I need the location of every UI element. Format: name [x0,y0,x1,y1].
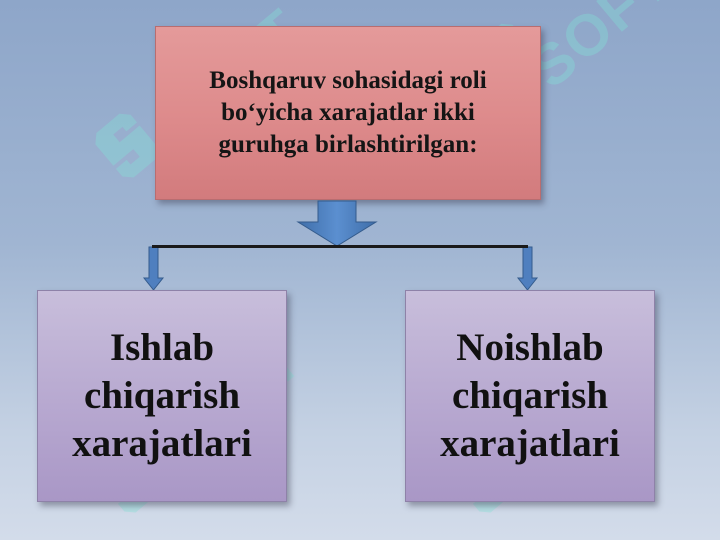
child-box-production: Ishlab chiqarish xarajatlari [37,290,287,502]
child-1-line-3: xarajatlari [72,422,252,465]
root-box: Boshqaruv sohasidagi roli bo‘yicha xaraj… [155,26,541,200]
horizontal-connector-line [152,245,528,248]
child-box-nonproduction: Noishlab chiqarish xarajatlari [405,290,655,502]
child-2-line-2: chiqarish [451,374,609,417]
child-1-line-1: Ishlab [109,326,215,369]
child-2-line-1: Noishlab [456,326,604,369]
child-2-line-3: xarajatlari [440,422,620,465]
child-box-production-text: Ishlab chiqarish xarajatlari [72,324,252,468]
main-down-arrow-icon [296,200,378,247]
left-down-arrow-icon [142,246,165,291]
child-1-line-2: chiqarish [83,374,241,417]
watermark-text: SOFT [518,0,685,101]
root-box-text: Boshqaruv sohasidagi roli bo‘yicha xaraj… [209,65,486,161]
root-line-2: bo‘yicha xarajatlar ikki [221,99,475,126]
root-line-1: Boshqaruv sohasidagi roli [209,67,487,94]
root-line-3: guruhga birlashtirilgan: [218,131,478,158]
right-down-arrow-icon [516,246,539,291]
child-box-nonproduction-text: Noishlab chiqarish xarajatlari [440,324,620,468]
